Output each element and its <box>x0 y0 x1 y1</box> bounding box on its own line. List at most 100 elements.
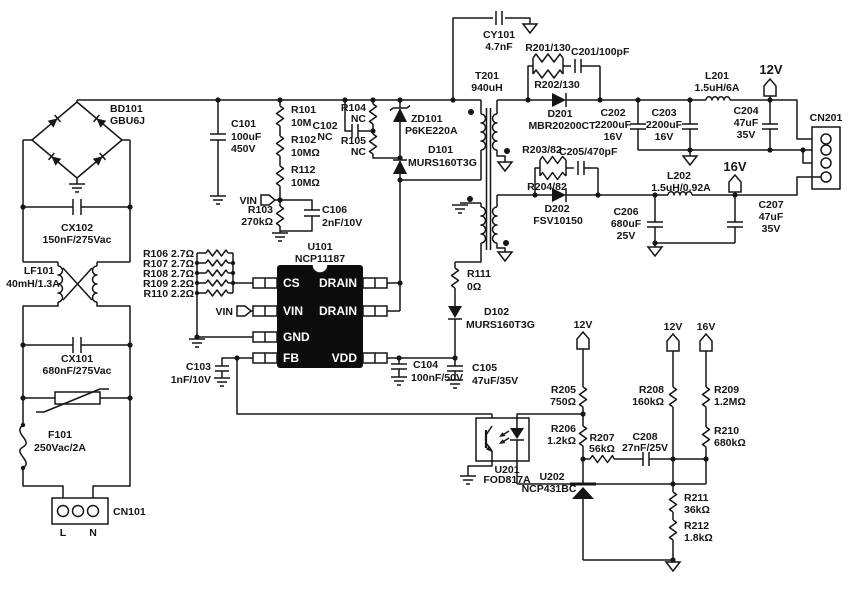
cap-cx101 <box>23 337 130 353</box>
label-r206-val: 1.2kΩ <box>547 435 576 447</box>
label-vin-2: VIN <box>215 306 233 318</box>
label-d201: D201 <box>547 108 572 120</box>
label-cy101-val: 4.7nF <box>485 41 513 53</box>
label-r106: R106 2.7Ω <box>143 248 194 260</box>
label-c208: C208 <box>632 431 657 443</box>
label-r201: R201/130 <box>525 42 571 54</box>
varistor-symbol <box>22 345 131 413</box>
label-cn201: CN201 <box>810 112 843 124</box>
label-r105: R105 <box>341 135 366 147</box>
label-vin-1: VIN <box>239 195 257 207</box>
label-r102-val: 10MΩ <box>291 147 320 159</box>
controller-u101: U101 NCP11187 CS VIN GND FB DRAIN DRAIN … <box>171 180 518 426</box>
label-c103: C103 <box>186 361 211 373</box>
label-r101-val: 10M <box>291 117 312 129</box>
label-c206-v2: 25V <box>617 230 636 242</box>
label-c102-val: NC <box>317 131 333 143</box>
label-d101-part: MURS160T3G <box>408 157 477 169</box>
label-r104: R104 <box>341 102 366 114</box>
label-d202-part: FSV10150 <box>533 215 583 227</box>
label-r104-val: NC <box>351 113 367 125</box>
output-12v: R201/130 R202/130 C201/100pF D201 MBR202… <box>525 42 843 190</box>
label-c104-val: 100nF/50V <box>411 372 463 384</box>
label-d201-part: MBR20200CT <box>528 120 596 132</box>
label-c206-v1: 680uF <box>611 218 642 230</box>
label-l201: L201 <box>705 70 729 82</box>
label-12v-fb2: 12V <box>664 321 683 333</box>
16v-flag-fb <box>699 332 713 352</box>
label-c202-v1: 2200uF <box>595 119 632 131</box>
label-r208: R208 <box>639 384 664 396</box>
u101-pin-drain2: DRAIN <box>319 304 357 318</box>
label-u101: U101 <box>307 241 332 253</box>
label-r111-val: 0Ω <box>467 281 481 293</box>
label-l202: L202 <box>667 170 691 182</box>
label-zd101-part: P6KE220A <box>405 125 458 137</box>
label-bd101: BD101 <box>110 103 143 115</box>
label-r205: R205 <box>551 384 576 396</box>
label-r210-val: 680kΩ <box>714 437 746 449</box>
12v-flag-fb1 <box>576 330 590 350</box>
label-r102: R102 <box>291 134 316 146</box>
label-r112-val: 10MΩ <box>291 177 320 189</box>
u101-pin-drain1: DRAIN <box>319 276 357 290</box>
label-neutral: N <box>89 527 97 539</box>
label-16v-main: 16V <box>723 159 746 174</box>
label-c105-val: 47uF/35V <box>472 375 518 387</box>
label-c101-v2: 450V <box>231 143 256 155</box>
label-d202: D202 <box>544 203 569 215</box>
label-c207: C207 <box>758 199 783 211</box>
label-c101: C101 <box>231 118 256 130</box>
label-u201: U201 <box>494 464 519 476</box>
label-r204: R204/82 <box>527 181 567 193</box>
label-r111: R111 <box>467 268 491 280</box>
u101-pin-fb: FB <box>283 351 299 365</box>
diode-d101 <box>393 158 407 180</box>
label-t201: T201 <box>475 70 499 82</box>
label-c203-v2: 16V <box>655 131 674 143</box>
vdd-supply-branch: R111 0Ω D102 MURS160T3G <box>448 267 535 358</box>
label-16v-fb: 16V <box>697 321 716 333</box>
label-r212-val: 1.8kΩ <box>684 532 713 544</box>
label-u101-part: NCP11187 <box>295 253 345 265</box>
u101-pin-gnd: GND <box>283 330 310 344</box>
label-line: L <box>60 527 67 539</box>
label-c106-val: 2nF/10V <box>322 217 362 229</box>
label-r107: R107 2.7Ω <box>143 258 194 270</box>
label-r203: R203/82 <box>522 144 562 156</box>
label-c203: C203 <box>651 107 676 119</box>
connector-cn101 <box>51 497 109 525</box>
u101-pins <box>252 277 388 364</box>
label-cx101-val: 680nF/275Vac <box>43 365 112 377</box>
label-r211: R211 <box>684 492 709 504</box>
feedback-network: 12V R205 750Ω R206 1.2kΩ R207 56kΩ C208 … <box>460 319 746 573</box>
label-c201: C201/100pF <box>571 46 630 58</box>
bulk-and-divider: C101 100uF 450V R101 10M R102 10MΩ R112 … <box>210 100 362 242</box>
label-u202: U202 <box>539 471 564 483</box>
label-c204: C204 <box>733 105 758 117</box>
label-r211-val: 36kΩ <box>684 504 710 516</box>
label-c202: C202 <box>600 107 625 119</box>
label-cy101: CY101 <box>483 29 515 41</box>
12v-flag-main <box>763 77 777 100</box>
label-u202-part: NCP431BC <box>522 483 577 495</box>
label-lf101-val: 40mH/1.3A <box>6 278 60 290</box>
label-c204-v1: 47uF <box>734 117 759 129</box>
u101-body <box>277 265 363 368</box>
label-cn101: CN101 <box>113 506 146 518</box>
choke-lf101 <box>22 261 131 345</box>
label-12v-main: 12V <box>759 62 782 77</box>
label-r205-val: 750Ω <box>550 396 576 408</box>
fuse-f101 <box>19 398 64 498</box>
12v-flag-fb2 <box>666 332 680 352</box>
optocoupler-u201 <box>460 417 530 485</box>
label-c207-v2: 35V <box>762 223 781 235</box>
connector-cn201 <box>811 126 841 190</box>
label-r207-val: 56kΩ <box>589 443 615 455</box>
label-r210: R210 <box>714 425 739 437</box>
junction-dots <box>20 97 806 563</box>
label-r103-val: 270kΩ <box>241 216 273 228</box>
label-r209-val: 1.2MΩ <box>714 396 746 408</box>
label-r212: R212 <box>684 520 709 532</box>
ac-input-section: BD101 GBU6J CX102 150nF/275Vac LF101 40m… <box>6 100 146 539</box>
